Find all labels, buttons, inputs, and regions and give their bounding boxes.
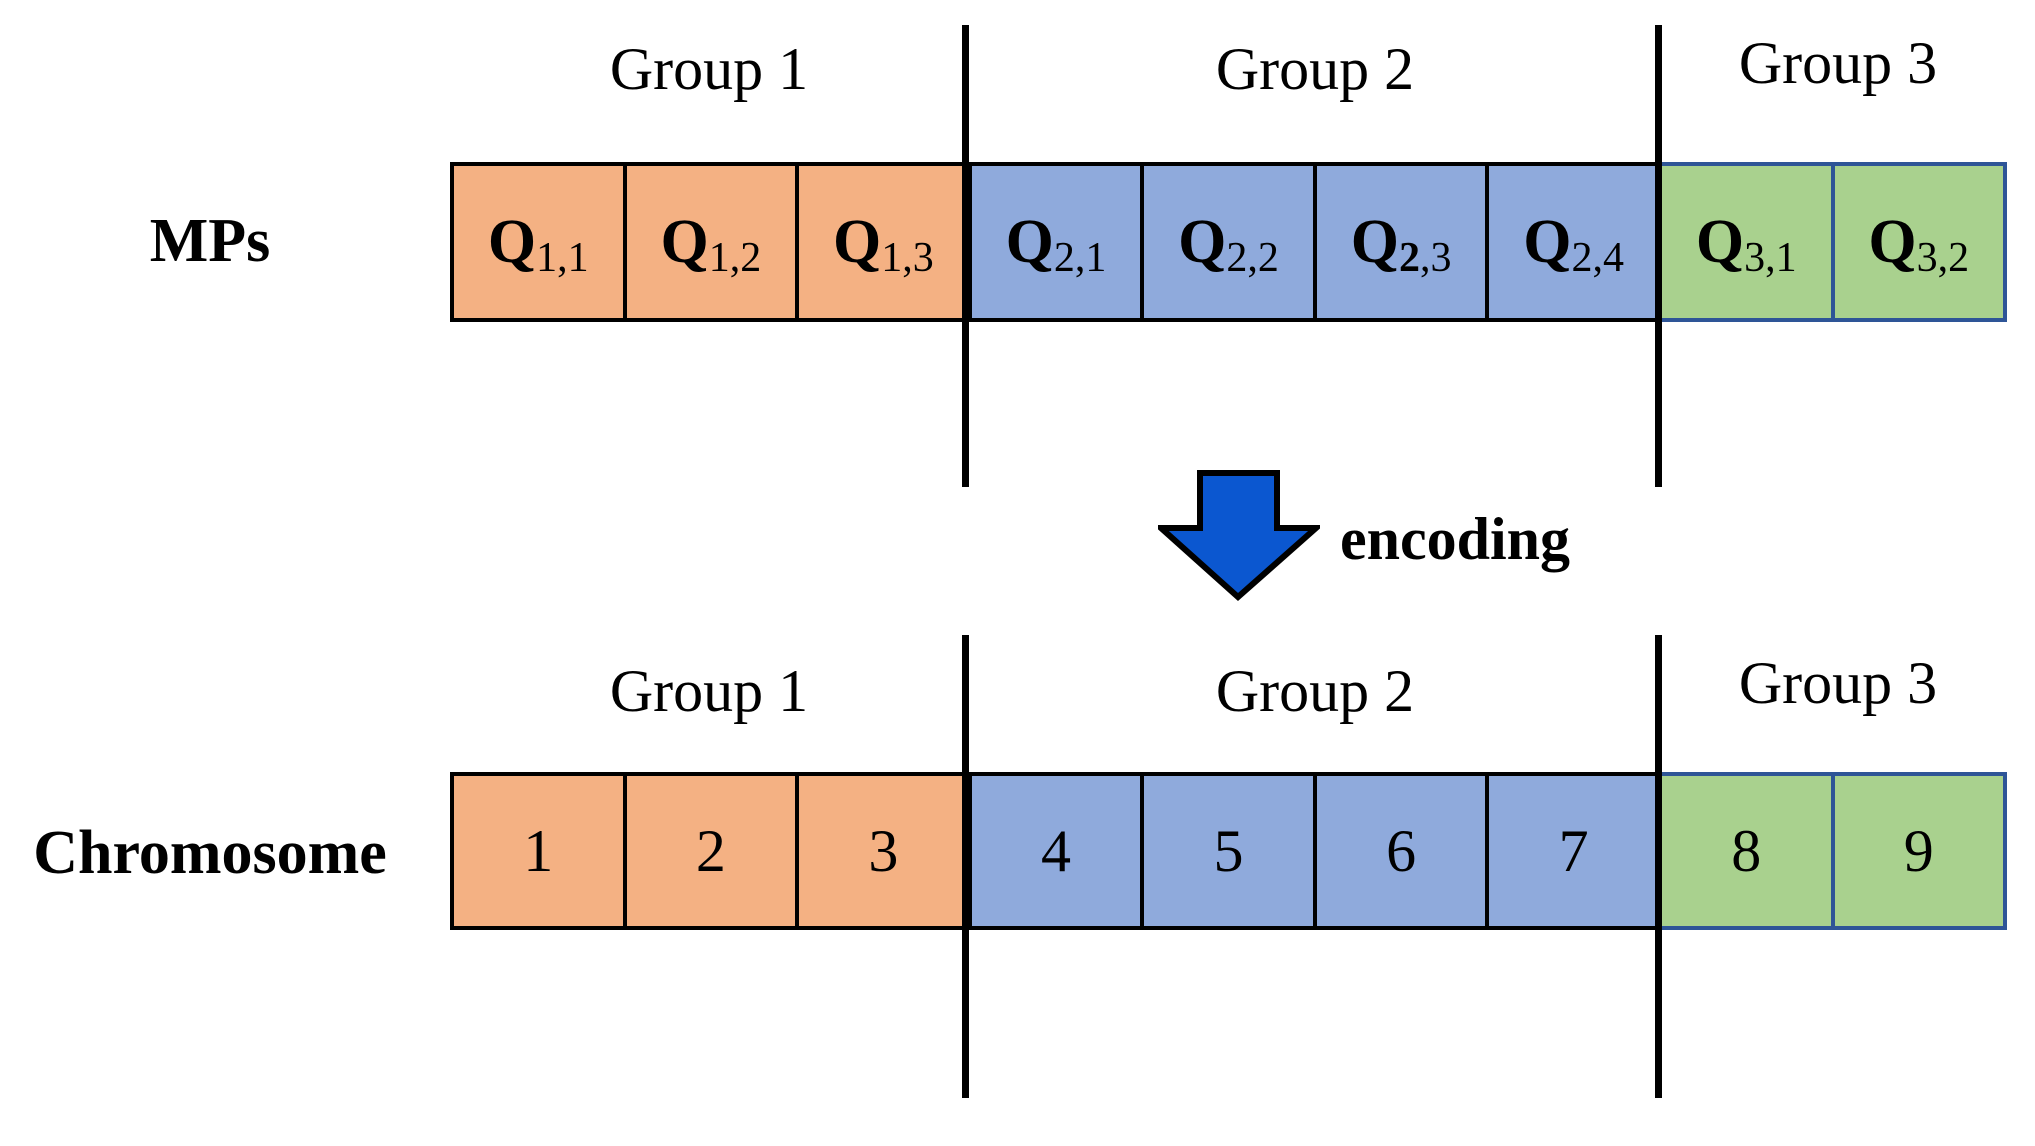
bottom-divider-group1-group2 (962, 635, 969, 1098)
mp-symbol: Q (1178, 208, 1227, 276)
chromosome-cell-4: 4 (967, 772, 1145, 930)
chromosome-cell-3: 3 (795, 772, 972, 930)
chromosome-cell-9: 9 (1830, 772, 2008, 930)
mp-subscript: 3,2 (1916, 234, 1970, 281)
mp-symbol: Q (1523, 208, 1572, 276)
top-group-2-label: Group 2 (1215, 36, 1415, 102)
mp-symbol: Q (487, 208, 537, 276)
mp-subscript: 3,1 (1744, 234, 1797, 281)
top-group-1-label: Group 1 (609, 36, 809, 102)
mp-subscript: 2,2 (1226, 234, 1279, 281)
chromosome-row: 1 2 3 4 5 6 7 8 9 (450, 772, 2008, 930)
bottom-group-2-label: Group 2 (1215, 658, 1415, 724)
mp-subscript: 1,2 (708, 234, 762, 281)
mp-symbol: Q (833, 208, 882, 276)
chromosome-cell-7: 7 (1485, 772, 1662, 930)
chromosome-cell-1: 1 (450, 772, 627, 930)
chromosome-cell-8: 8 (1657, 772, 1835, 930)
bottom-group-3-label: Group 3 (1738, 650, 1938, 716)
chromosome-row-label: Chromosome (33, 819, 387, 887)
chromosome-cell-2: 2 (622, 772, 800, 930)
mp-symbol: Q (1868, 208, 1917, 276)
chromosome-cell-6: 6 (1312, 772, 1490, 930)
top-divider-group2-group3 (1655, 25, 1662, 487)
bottom-divider-group2-group3 (1655, 635, 1662, 1098)
mp-subscript: 1,1 (536, 234, 589, 281)
mp-subscript: 1,3 (881, 234, 934, 281)
mp-symbol: Q (1005, 208, 1054, 276)
mp-subscript: 2,4 (1571, 234, 1625, 281)
encoding-label: encoding (1340, 506, 1571, 572)
chromosome-cell-5: 5 (1140, 772, 1317, 930)
mp-subscript: 2,1 (1053, 234, 1107, 281)
mps-row-label: MPs (149, 207, 271, 275)
mp-symbol: Q (1695, 208, 1745, 276)
mp-symbol: Q (1350, 208, 1399, 276)
mp-symbol: Q (660, 208, 709, 276)
mp-subscript: 2,3 (1398, 234, 1452, 281)
top-divider-group1-group2 (962, 25, 969, 487)
bottom-group-1-label: Group 1 (609, 658, 809, 724)
top-group-3-label: Group 3 (1738, 30, 1938, 96)
encoding-arrow-icon (1153, 470, 1324, 602)
